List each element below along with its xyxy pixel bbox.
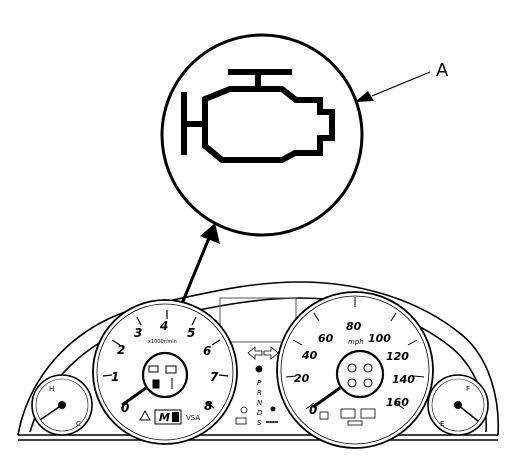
hub-warning-lamps bbox=[148, 365, 177, 389]
gear-n: N bbox=[257, 399, 263, 407]
mph-160: 160 bbox=[386, 396, 409, 409]
tach-scale-0: 0 bbox=[121, 401, 129, 415]
mph-0: 0 bbox=[309, 403, 317, 417]
fuel-empty: E bbox=[440, 420, 444, 428]
mph-120: 120 bbox=[386, 350, 409, 363]
callout-magnifier bbox=[160, 33, 364, 237]
tach-scale-2: 2 bbox=[117, 343, 125, 357]
tach-unit: x1000r/min bbox=[148, 339, 177, 345]
tach-scale-1: 1 bbox=[111, 370, 119, 384]
gear-s: S bbox=[257, 419, 262, 427]
tachometer: 0 1 2 3 4 5 6 7 8 x1000r/min M VSA bbox=[92, 299, 238, 445]
center-indicators: P R N D S bbox=[235, 346, 279, 427]
mph-60: 60 bbox=[318, 332, 334, 345]
callout-label: A bbox=[436, 60, 449, 81]
temperature-gauge: H C bbox=[31, 374, 93, 436]
mph-40: 40 bbox=[301, 349, 318, 362]
speedo-hub-lamps bbox=[347, 363, 373, 388]
tach-needle bbox=[121, 386, 147, 407]
mph-140: 140 bbox=[392, 373, 415, 386]
mph-unit: mph bbox=[348, 338, 364, 346]
speedo-needle bbox=[312, 386, 341, 409]
speedometer: 0 20 40 60 80 100 120 140 160 mph bbox=[276, 291, 434, 449]
tach-scale-8: 8 bbox=[204, 399, 212, 413]
tach-bottom-row: M VSA bbox=[139, 409, 200, 425]
cluster-housing bbox=[17, 281, 500, 441]
mph-100: 100 bbox=[368, 332, 391, 345]
tach-scale-7: 7 bbox=[210, 370, 219, 384]
fuel-gauge: F E bbox=[427, 374, 489, 436]
tach-scale-4: 4 bbox=[159, 319, 168, 333]
gear-p: P bbox=[257, 379, 262, 387]
temp-hot: H bbox=[49, 385, 54, 393]
tach-scale-6: 6 bbox=[203, 344, 211, 358]
mph-20: 20 bbox=[294, 372, 310, 385]
fuel-full: F bbox=[466, 385, 470, 393]
gear-d: D bbox=[257, 409, 263, 417]
callout-leader bbox=[355, 71, 431, 102]
check-engine-icon bbox=[181, 69, 335, 163]
gear-r: R bbox=[257, 389, 262, 397]
temp-cold: C bbox=[76, 420, 81, 428]
vsa-label: VSA bbox=[186, 414, 200, 422]
speedo-bottom-lamps bbox=[319, 408, 376, 426]
tach-scale-5: 5 bbox=[187, 326, 195, 340]
gear-display: M bbox=[159, 411, 170, 424]
mph-80: 80 bbox=[346, 320, 362, 333]
tach-scale-3: 3 bbox=[134, 326, 142, 340]
speedometer-ticks bbox=[285, 297, 425, 410]
